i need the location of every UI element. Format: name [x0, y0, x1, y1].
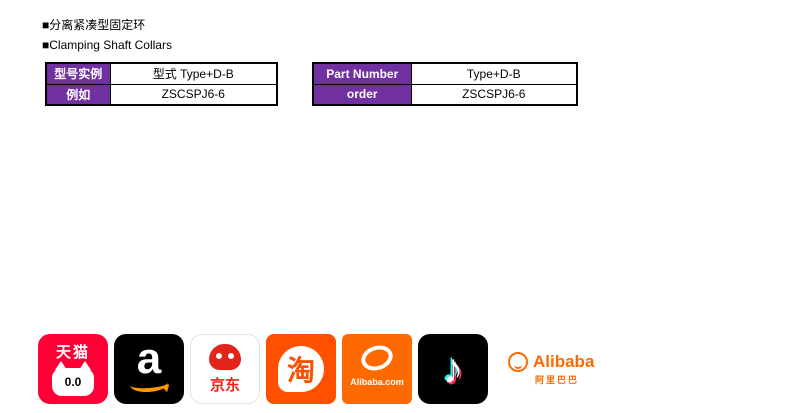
table-value-cell: ZSCSPJ6-6 — [109, 83, 278, 106]
table-value-cell: ZSCSPJ6-6 — [410, 83, 578, 106]
amazon-icon[interactable]: a — [114, 334, 184, 404]
taobao-bubble-icon: 淘 — [278, 346, 324, 392]
alibaba-wordmark-row: Alibaba — [508, 352, 594, 372]
table-header-cell: 型号实例 — [45, 62, 111, 85]
tmall-label: 天猫 — [55, 344, 90, 361]
table-row: order ZSCSPJ6-6 — [312, 83, 578, 106]
part-number-table-english: Part Number Type+D-B order ZSCSPJ6-6 — [312, 62, 578, 106]
alibaba-wordmark[interactable]: Alibaba 阿里巴巴 — [508, 352, 594, 386]
alibaba-wordmark-text: Alibaba — [533, 352, 595, 371]
taobao-character: 淘 — [286, 355, 315, 386]
table-row: 型号实例 型式 Type+D-B — [45, 62, 278, 85]
taobao-icon[interactable]: 淘 — [266, 334, 336, 404]
jd-dog-mascot-icon — [209, 344, 241, 370]
alibaba-smile-icon — [358, 341, 396, 375]
table-row: 例如 ZSCSPJ6-6 — [45, 83, 278, 106]
alibaba-wordmark-chinese: 阿里巴巴 — [535, 375, 580, 385]
jd-icon[interactable]: 京东 — [190, 334, 260, 404]
store-icons-row: 天猫 0.0 a 京东 淘 Alibaba.com ♪ Alibaba — [38, 334, 594, 404]
table-value-cell: 型式 Type+D-B — [109, 62, 278, 85]
alibaba-com-label: Alibaba.com — [350, 377, 404, 387]
jd-label: 京东 — [209, 377, 240, 394]
tiktok-music-note-icon: ♪ — [442, 345, 464, 392]
table-header-cell: Part Number — [312, 62, 412, 85]
tmall-icon[interactable]: 天猫 0.0 — [38, 334, 108, 404]
part-number-table-chinese: 型号实例 型式 Type+D-B 例如 ZSCSPJ6-6 — [45, 62, 278, 106]
tmall-cat-face: 0.0 — [52, 361, 94, 396]
bullet-title-english: ■Clamping Shaft Collars — [42, 38, 172, 52]
bullet-title-chinese: ■分离紧凑型固定环 — [42, 18, 146, 32]
alibaba-smile-face-icon — [508, 352, 528, 372]
tiktok-icon[interactable]: ♪ — [418, 334, 488, 404]
table-row: Part Number Type+D-B — [312, 62, 578, 85]
table-header-cell: 例如 — [45, 83, 111, 106]
amazon-letter: a — [136, 334, 162, 383]
alibaba-com-icon[interactable]: Alibaba.com — [342, 334, 412, 404]
table-header-cell: order — [312, 83, 412, 106]
table-value-cell: Type+D-B — [410, 62, 578, 85]
